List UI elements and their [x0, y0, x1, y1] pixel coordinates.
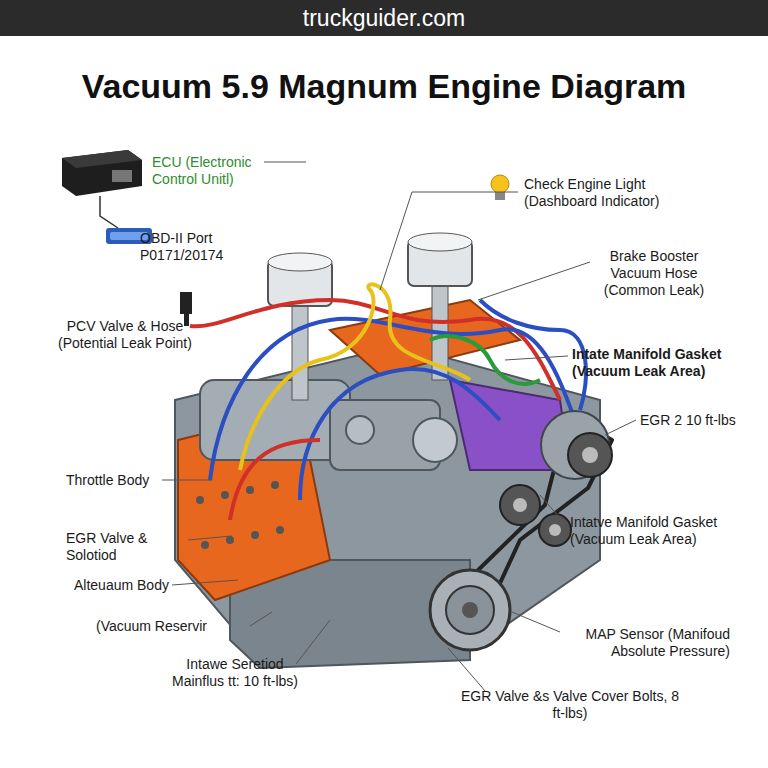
- piston-top: [268, 253, 332, 271]
- ecu-cable: [100, 196, 118, 228]
- pulley-hub: [582, 447, 598, 463]
- leader-lines: [162, 192, 636, 692]
- part-label: OBD-II Port P0171/20174: [140, 230, 236, 264]
- ecu-top: [62, 150, 142, 168]
- part-label: EGR 2 10 ft-lbs: [640, 412, 750, 429]
- piston-top: [408, 233, 472, 251]
- part-label: Throttle Body: [66, 472, 176, 489]
- part-label: Alteuaum Body: [74, 577, 184, 594]
- ecu-module: [62, 150, 142, 196]
- bulb-icon: [491, 175, 509, 193]
- pulley-hub: [549, 524, 561, 536]
- bolt-row: [196, 481, 284, 549]
- vacuum-hose: [300, 369, 500, 500]
- vacuum-hose: [480, 300, 586, 410]
- part-label: Intate Manifold Gasket (Vacuum Leak Area…: [572, 346, 762, 380]
- part-label: EGR Valve &s Valve Cover Bolts, 8 ft-lbs…: [460, 688, 680, 722]
- crank-pulley: [430, 570, 510, 650]
- pulley: [500, 485, 540, 525]
- pulley: [568, 433, 612, 477]
- part-label: Check Engine Light (Dashboard Indicator): [524, 176, 674, 210]
- part-label: Brake Booster Vacuum Hose (Common Leak): [594, 248, 714, 299]
- pcv-valve: [180, 292, 192, 314]
- pulley: [539, 514, 571, 546]
- vacuum-hose: [190, 300, 560, 400]
- crank-pulley-inner: [446, 586, 494, 634]
- part-label: (Vacuum Reservir: [96, 618, 256, 635]
- bulb-base: [495, 192, 505, 200]
- part-label: PCV Valve & Hose (Potential Leak Point): [40, 318, 210, 352]
- ecu-connector: [112, 170, 132, 182]
- throttle-housing: [413, 418, 457, 462]
- part-label: EGR Valve & Solotiod: [66, 530, 196, 564]
- part-label: MAP Sensor (Manifoud Absolute Pressure): [540, 626, 730, 660]
- vacuum-hose: [230, 440, 320, 520]
- part-label: Intatve Manifold Gasket (Vacuum Leak Are…: [570, 514, 760, 548]
- part-label: ECU (Electronic Control Unitl): [152, 154, 272, 188]
- diagram-title: Vacuum 5.9 Magnum Engine Diagram: [0, 66, 768, 106]
- oil-cap: [346, 416, 374, 444]
- watermark: truckguider.com: [0, 5, 768, 31]
- header-bar: [0, 0, 768, 36]
- pulley-hub: [462, 602, 478, 618]
- pulley-hub: [513, 498, 527, 512]
- leader-line: [264, 162, 306, 163]
- part-label: Intawe Seretiod Mainflus tt: 10 ft-lbs): [160, 656, 310, 690]
- vacuum-hose: [240, 284, 470, 470]
- pcv-stem: [184, 314, 189, 326]
- vacuum-hose: [430, 336, 540, 384]
